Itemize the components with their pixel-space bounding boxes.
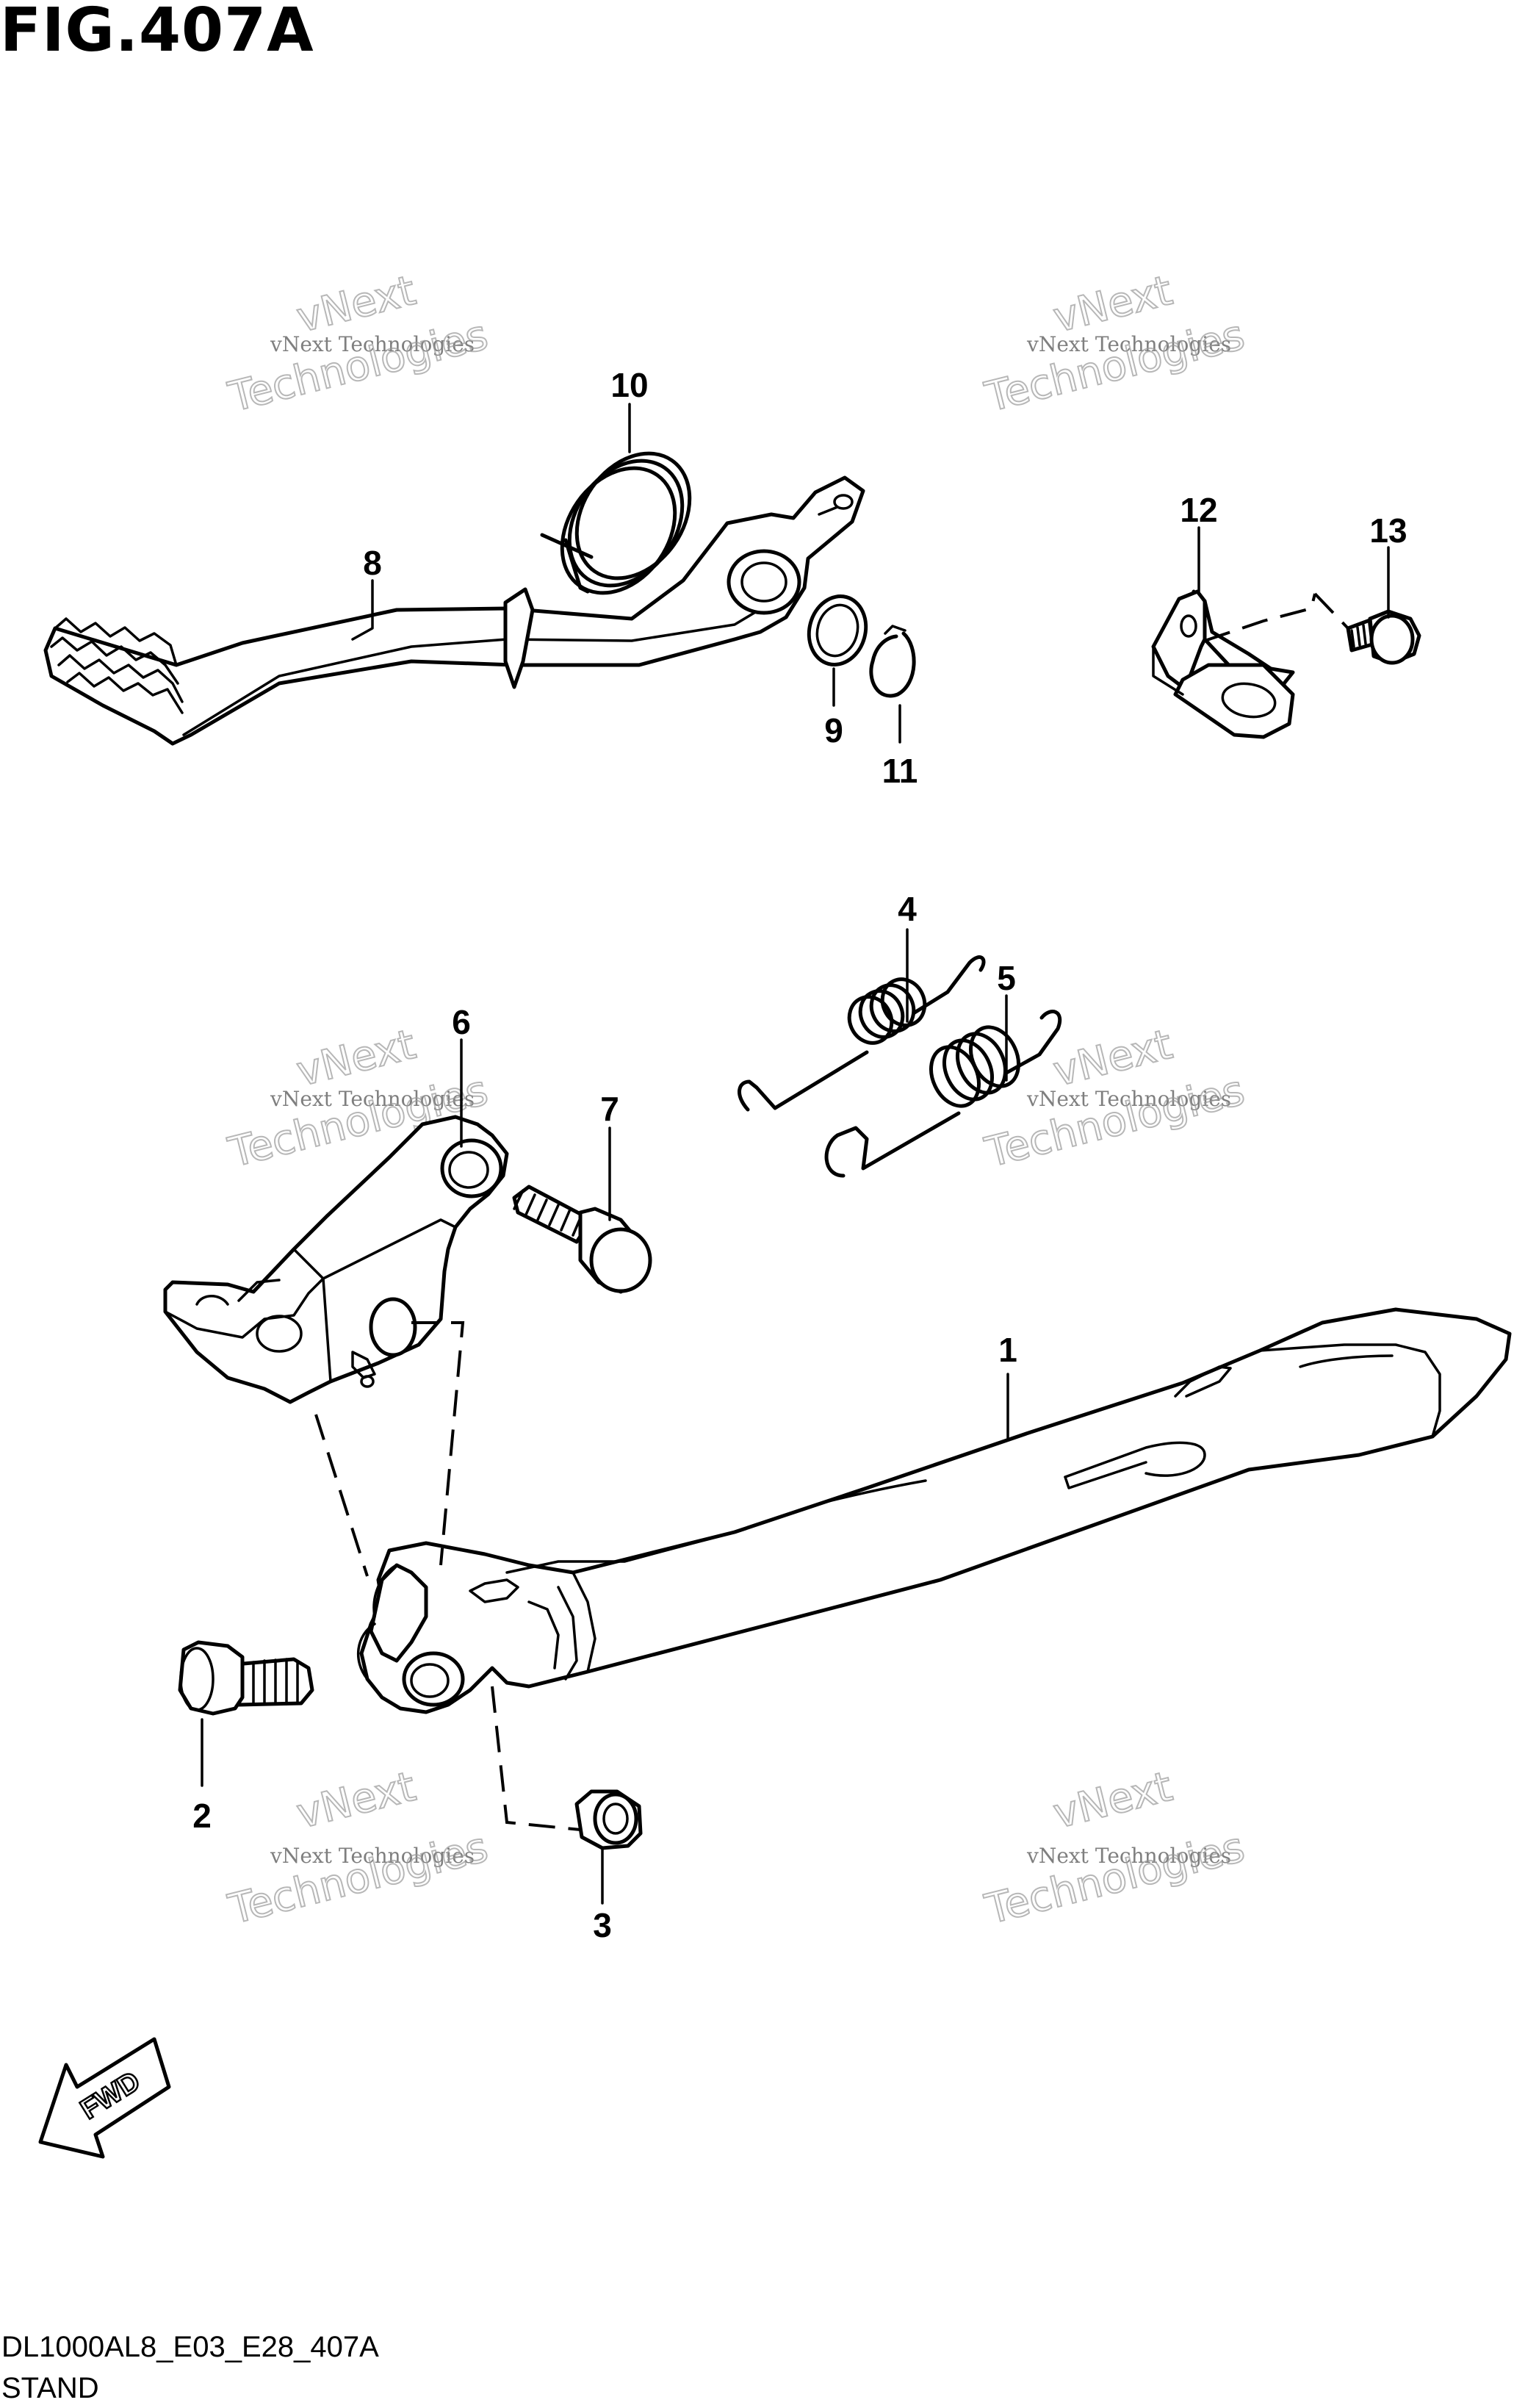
watermark-mid-right: vNext vNext Technologies Technologies xyxy=(980,1020,1250,1178)
part-11-circlip xyxy=(869,625,916,698)
part-5-spring xyxy=(824,1010,1062,1178)
callout-9: 9 xyxy=(824,711,843,750)
svg-text:vNext Technologies: vNext Technologies xyxy=(1026,332,1231,356)
figure-name: STAND xyxy=(1,2372,99,2404)
callout-5: 5 xyxy=(997,959,1016,997)
part-3-nut xyxy=(574,1789,643,1850)
leader-lines xyxy=(201,403,1390,1905)
figure-title: FIG.407A xyxy=(0,0,314,65)
part-4-spring xyxy=(738,955,986,1112)
callout-4: 4 xyxy=(898,890,917,928)
callout-12: 12 xyxy=(1180,491,1217,529)
part-1-side-stand xyxy=(356,1307,1512,1714)
callout-2: 2 xyxy=(192,1797,212,1835)
watermark-bottom-right: vNext vNext Technologies Technologies xyxy=(980,1762,1250,1935)
callout-7: 7 xyxy=(600,1090,619,1128)
part-8-brake-pedal xyxy=(43,475,865,746)
svg-text:vNext Technologies: vNext Technologies xyxy=(270,1087,475,1111)
svg-text:Technologies: Technologies xyxy=(981,1066,1250,1176)
callout-3: 3 xyxy=(593,1906,612,1944)
svg-text:Technologies: Technologies xyxy=(224,1823,493,1933)
svg-text:vNext: vNext xyxy=(292,1763,420,1839)
assembly-lines xyxy=(314,1321,581,1831)
callout-13: 13 xyxy=(1369,511,1407,550)
svg-text:Technologies: Technologies xyxy=(981,1823,1250,1933)
callout-6: 6 xyxy=(452,1003,471,1041)
part-9-washer xyxy=(807,594,868,666)
part-10-return-spring xyxy=(540,451,692,595)
svg-text:vNext Technologies: vNext Technologies xyxy=(1026,1844,1231,1868)
svg-text:vNext Technologies: vNext Technologies xyxy=(270,1844,475,1868)
part-12-bracket xyxy=(1151,589,1295,739)
callout-8: 8 xyxy=(363,544,382,582)
callout-10: 10 xyxy=(610,366,648,404)
part-7-bolt xyxy=(512,1185,652,1294)
watermark-top-left: vNext vNext Technologies Technologies xyxy=(223,266,494,423)
figure-code: DL1000AL8_E03_E28_407A xyxy=(1,2331,379,2363)
watermark-top-right: vNext vNext Technologies Technologies xyxy=(980,266,1250,423)
svg-text:vNext Technologies: vNext Technologies xyxy=(1026,1087,1231,1111)
watermark-bottom-left: vNext vNext Technologies Technologies xyxy=(223,1762,494,1935)
part-6-stand-bracket xyxy=(163,1115,509,1404)
svg-text:vNext: vNext xyxy=(1049,1763,1177,1839)
part-13-bolt xyxy=(1204,592,1421,665)
svg-text:vNext: vNext xyxy=(1049,1021,1177,1096)
svg-text:vNext Technologies: vNext Technologies xyxy=(270,332,475,356)
callout-11: 11 xyxy=(882,752,918,790)
callout-numbers: 1 2 3 4 5 6 7 8 9 10 11 12 13 xyxy=(192,366,1407,1944)
callout-1: 1 xyxy=(998,1331,1017,1369)
part-2-pivot-bolt xyxy=(178,1640,314,1716)
svg-text:vNext: vNext xyxy=(292,1021,420,1096)
fwd-arrow: FWD xyxy=(38,2037,171,2159)
